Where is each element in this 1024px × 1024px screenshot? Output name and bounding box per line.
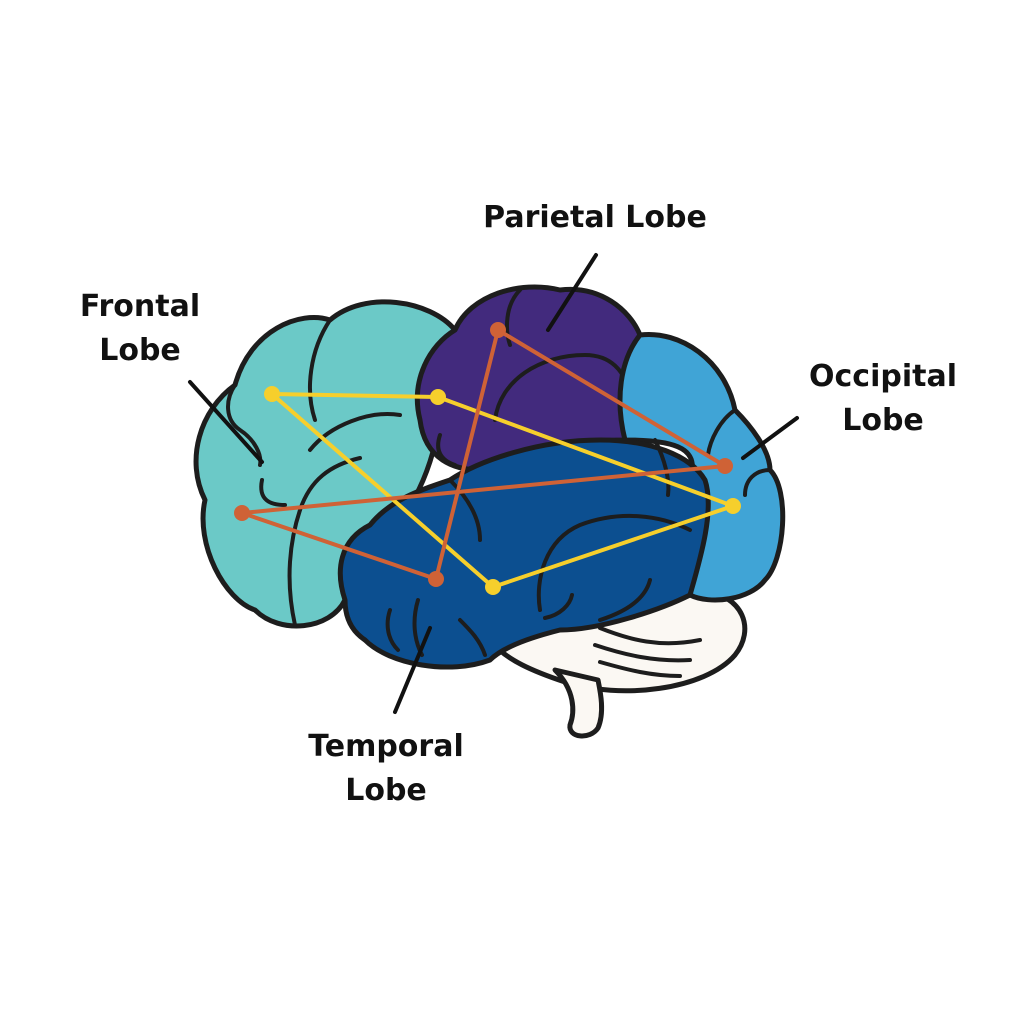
network-yellow [270, 392, 735, 589]
network-nodes [234, 322, 741, 595]
network-orange [240, 328, 727, 581]
label-occipital-lobe: Occipital Lobe [798, 355, 968, 443]
network-link [496, 328, 727, 468]
network-node-orange [490, 322, 506, 338]
network-link [491, 504, 735, 589]
network-link [436, 395, 735, 508]
network-link [270, 392, 440, 399]
label-temporal-line-2: Lobe [345, 773, 427, 808]
leader-lines [188, 253, 799, 714]
network-link [240, 464, 727, 515]
network-node-yellow [485, 579, 501, 595]
label-occipital-line-1: Occipital [809, 359, 957, 394]
network-node-orange [428, 571, 444, 587]
network-node-orange [717, 458, 733, 474]
cerebellum-folds [593, 626, 702, 678]
network-link [240, 511, 438, 581]
network-link [270, 392, 495, 589]
leader-line-temporal [393, 626, 432, 714]
network-node-yellow [430, 389, 446, 405]
leader-line-parietal [546, 253, 598, 332]
label-occipital-line-2: Lobe [842, 403, 924, 438]
brain-stem [552, 667, 605, 739]
network-node-orange [234, 505, 250, 521]
label-frontal-line-1: Frontal [79, 289, 201, 324]
label-parietal-line-1: Parietal Lobe [483, 200, 707, 235]
label-frontal-line-2: Lobe [99, 333, 181, 368]
label-temporal-lobe: Temporal Lobe [296, 725, 476, 813]
occipital-gyri [706, 408, 772, 497]
leader-line-occipital [741, 416, 799, 460]
label-temporal-line-1: Temporal [308, 729, 464, 764]
network-link [434, 328, 500, 581]
label-frontal-lobe: Frontal Lobe [60, 285, 220, 373]
frontal-gyri [226, 318, 402, 627]
leader-line-frontal [188, 380, 264, 464]
temporal-gyri [385, 438, 692, 657]
network-node-yellow [264, 386, 280, 402]
label-parietal-lobe: Parietal Lobe [470, 196, 720, 240]
network-node-yellow [725, 498, 741, 514]
